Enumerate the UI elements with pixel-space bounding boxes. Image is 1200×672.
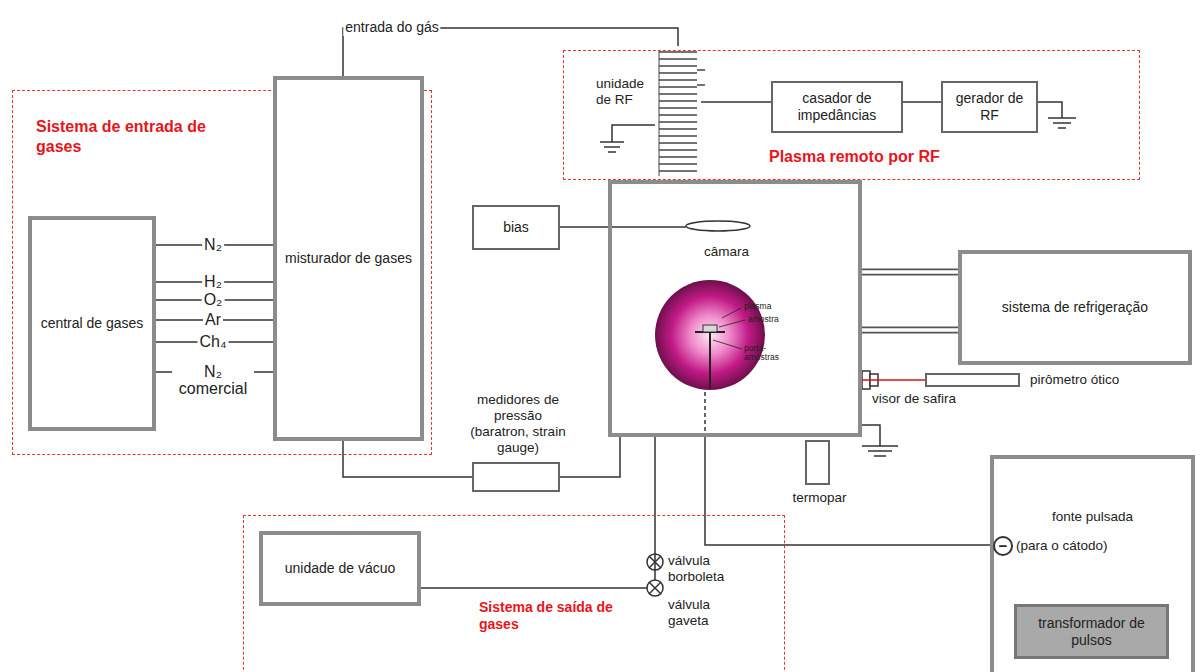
connector-line <box>903 102 941 103</box>
connector-line <box>705 437 990 545</box>
pulsed-source: fonte pulsada transformador de pulsos <box>990 455 1195 672</box>
connector-stroke <box>705 437 990 545</box>
connector-stroke <box>862 328 958 332</box>
edge-label: Ch₄ <box>198 333 229 350</box>
coolant-pipe <box>862 330 958 331</box>
connector-stroke <box>862 327 958 334</box>
pressure-gauge: medidores de pressão (baratron, strain g… <box>472 462 560 492</box>
node-text: sistema de refrigeração <box>1002 299 1148 316</box>
part-label: plasma <box>744 302 771 311</box>
gate-valve <box>647 580 663 596</box>
thermocouple: termopar <box>805 440 830 485</box>
node-text: fonte pulsada <box>1052 509 1182 525</box>
terminal-symbol: − <box>993 536 1013 556</box>
edge-label: N₂ comercial <box>172 363 254 397</box>
edge-label: Ar <box>203 311 223 328</box>
connector-line <box>701 102 771 103</box>
edge-label: N₂ <box>202 236 224 253</box>
region-outline: Sistema de saída de gases unidade de vácu… <box>243 515 785 672</box>
part-label: porta-amostras <box>744 344 786 362</box>
process-box: casador de impedâncias <box>771 81 903 133</box>
node-text: Sistema de entrada de gases <box>36 117 236 157</box>
connector-stroke <box>421 437 655 588</box>
connector-line <box>421 437 655 588</box>
connector-line <box>560 437 620 477</box>
node-text: Plasma remoto por RF <box>769 147 1029 167</box>
node-text: casador de impedâncias <box>777 90 897 124</box>
connector-stroke <box>560 226 608 228</box>
connector-stroke <box>343 441 472 477</box>
coolant-pipe <box>862 272 958 273</box>
edge-label: O₂ <box>202 291 225 308</box>
node-text: medidores de pressão (baratron, strain g… <box>468 392 568 456</box>
pyrometer: pirômetro ótico <box>925 373 1020 387</box>
edge-label: H₂ <box>202 273 224 290</box>
ground-symbol <box>600 125 655 152</box>
valve-label: válvula borboleta <box>668 553 740 585</box>
process-box: misturador de gases <box>273 76 424 441</box>
transformer-box: transformador de pulsos <box>1014 604 1169 659</box>
connector-stroke <box>862 269 958 276</box>
connector-stroke <box>560 437 620 477</box>
connector-stroke <box>903 101 941 103</box>
part-label: visor de safira <box>872 391 956 407</box>
node-text: central de gases <box>41 315 144 332</box>
process-box: sistema de refrigeração <box>958 250 1192 365</box>
node-text: gerador de RF <box>947 90 1032 124</box>
rf-coil <box>659 50 705 176</box>
process-box: bias <box>472 205 560 250</box>
node-text: pirômetro ótico <box>1030 372 1119 388</box>
leader-line <box>713 308 745 349</box>
vacuum-chamber: câmara <box>608 180 862 437</box>
connector-stroke <box>701 101 771 103</box>
ground-symbol <box>862 425 898 456</box>
node-text: câmara <box>704 244 774 260</box>
node-text: misturador de gases <box>285 250 412 267</box>
part-label: amostra <box>748 315 779 324</box>
process-box: gerador de RF <box>941 81 1038 133</box>
rf-unit: unidade de RF <box>656 46 701 181</box>
terminal-label: (para o cátodo) <box>1016 538 1108 554</box>
connector-line <box>560 227 608 228</box>
valve-label: válvula gaveta <box>668 597 740 629</box>
process-box: central de gases <box>28 216 156 431</box>
process-box: unidade de vácuo <box>259 531 421 606</box>
node-text: unidade de RF <box>596 76 654 108</box>
region-outline: Plasma remoto por RF unidade de RF casador… <box>563 50 1140 180</box>
node-text: Sistema de saída de gases <box>479 599 639 633</box>
node-text: bias <box>503 219 529 236</box>
edge-label: entrada do gás <box>343 19 440 36</box>
node-text: unidade de vácuo <box>285 560 396 577</box>
node-text: transformador de pulsos <box>1021 615 1162 649</box>
node-text: termopar <box>782 490 857 506</box>
connector-line <box>862 380 925 381</box>
connector-line <box>343 441 472 477</box>
connector-stroke <box>862 379 925 381</box>
connector-stroke <box>862 270 958 274</box>
bias-electrode <box>608 221 750 231</box>
